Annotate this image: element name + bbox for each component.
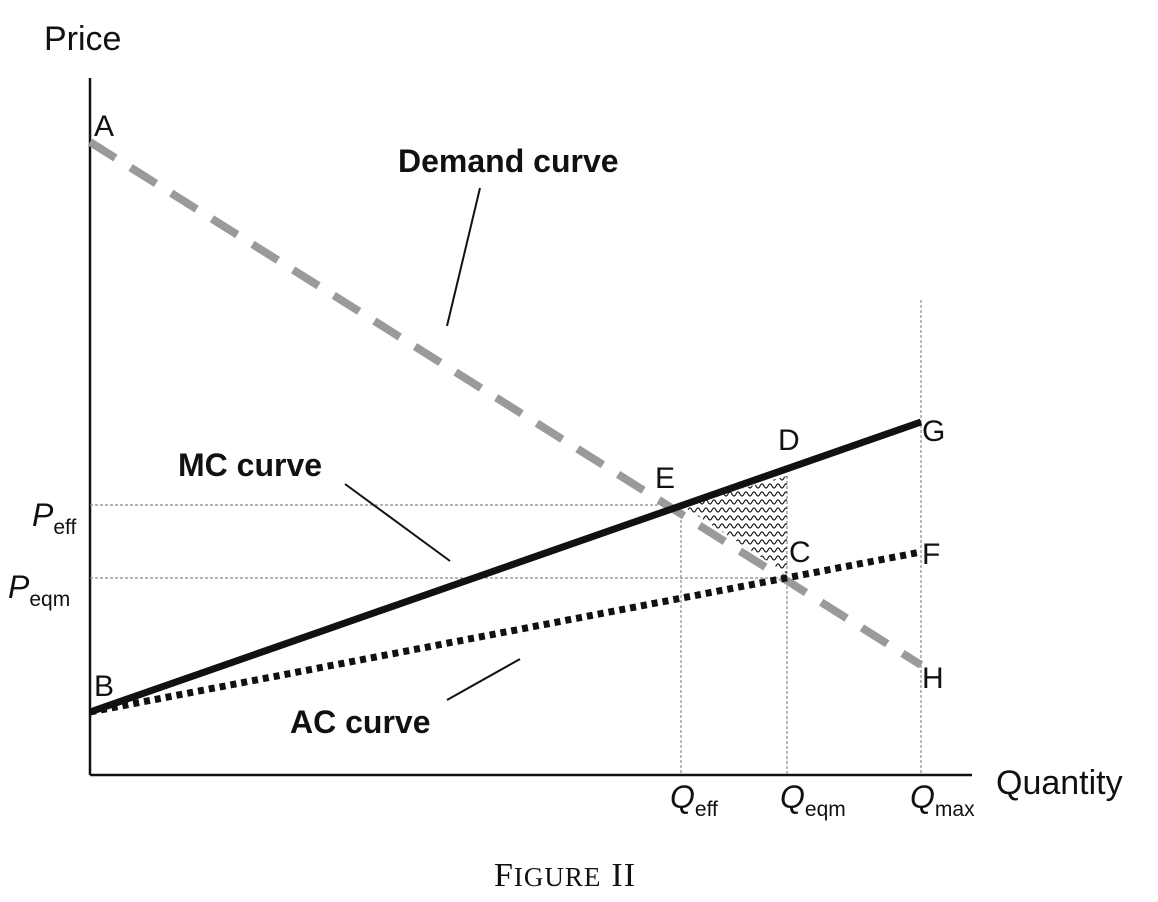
q-eff-tick-label: Qeff (670, 779, 718, 821)
point-label-a: A (94, 110, 114, 143)
demand-leader-line (446, 187, 481, 327)
point-label-d: D (778, 424, 800, 457)
point-label-g: G (922, 415, 945, 448)
mc-curve-label: MC curve (178, 447, 322, 483)
point-label-b: B (94, 670, 114, 703)
ac-curve-label: AC curve (290, 704, 431, 740)
y-axis-title: Price (44, 20, 121, 58)
hatch-wave (681, 507, 787, 513)
point-label-f: F (922, 538, 940, 571)
hatch-wave (681, 555, 787, 561)
hatch-wave (681, 491, 787, 497)
hatch-wave (681, 531, 787, 537)
mc-leader-line (344, 483, 451, 562)
hatch-wave (681, 547, 787, 553)
mc-curve-line (88, 418, 923, 716)
demand-curve-line (87, 138, 924, 669)
hatch-wave (681, 571, 787, 574)
ac-leader-line (446, 658, 521, 701)
point-label-e: E (655, 462, 675, 495)
hatch-wave (681, 563, 787, 569)
point-label-h: H (922, 662, 944, 695)
q-eqm-tick-label: Qeqm (780, 779, 846, 821)
q-max-tick-label: Qmax (910, 779, 975, 821)
x-axis-title: Quantity (996, 764, 1123, 802)
p-eff-tick-label: Peff (32, 497, 76, 539)
point-label-c: C (789, 536, 811, 569)
p-eqm-tick-label: Peqm (8, 569, 70, 611)
deadweight-loss-hatching (681, 476, 787, 574)
hatch-wave (681, 515, 787, 521)
ac-curve-line (89, 548, 922, 716)
hatch-wave (681, 476, 787, 481)
hatch-wave (681, 539, 787, 545)
guide-lines (90, 300, 922, 775)
demand-curve-label: Demand curve (398, 143, 619, 179)
hatch-wave (681, 523, 787, 529)
